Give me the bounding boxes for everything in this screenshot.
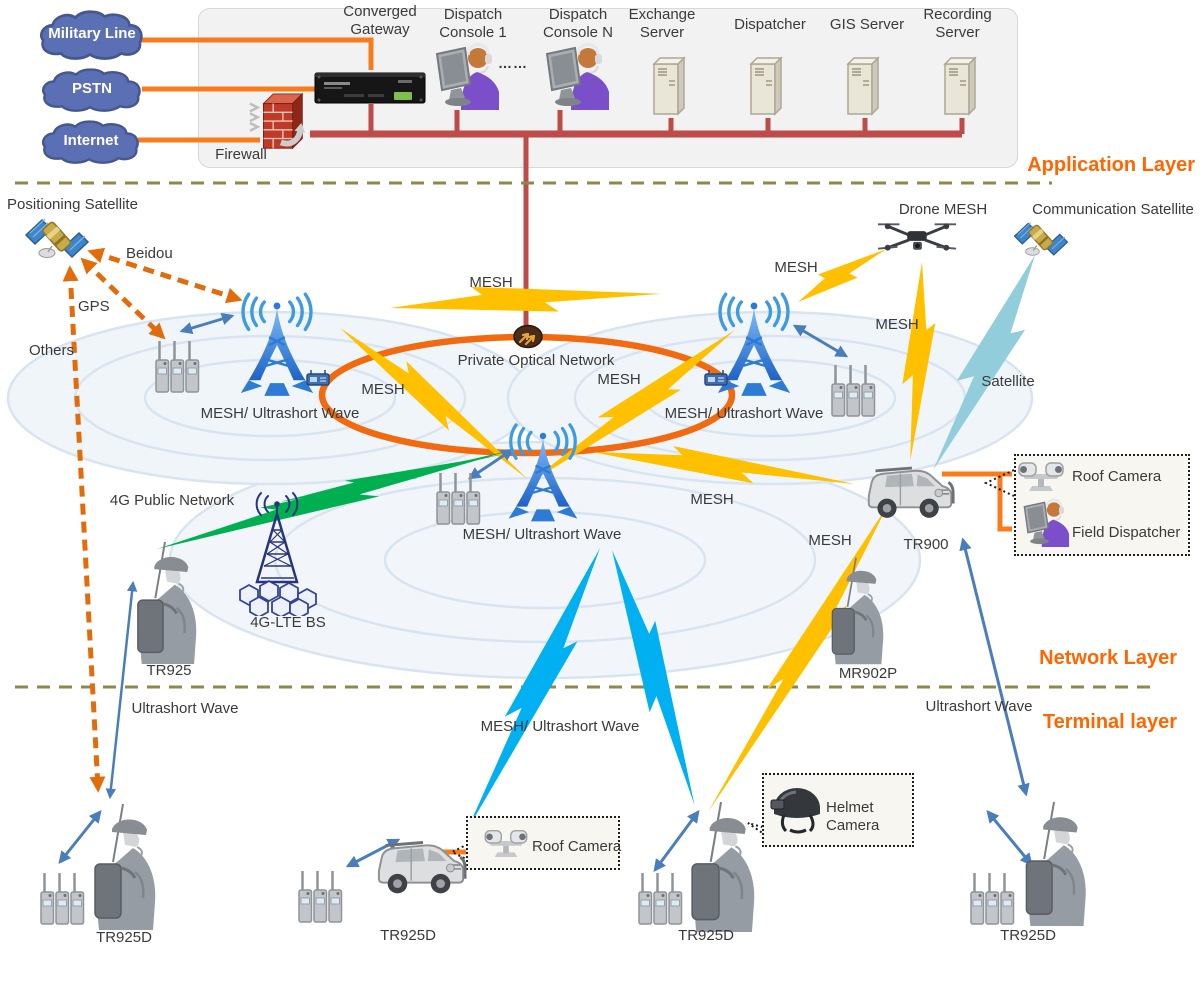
mesh-radio-unit-left-icon xyxy=(306,370,330,393)
tr925d-vehicle-icon xyxy=(374,830,468,907)
mesh-label-2: MESH xyxy=(361,381,405,398)
mesh-radio-unit-right-icon xyxy=(704,370,728,393)
tr900-label: TR900 xyxy=(903,536,949,553)
application-layer-label: Application Layer xyxy=(1027,154,1195,176)
dispatch-console-1-label: Dispatch Console 1 xyxy=(439,6,507,41)
field-dispatcher-icon xyxy=(1020,498,1072,552)
optical-router-icon xyxy=(513,324,543,354)
handheld-radios-bv-icon xyxy=(296,868,344,931)
helmet-camera-label: Helmet Camera xyxy=(826,799,880,834)
network-layer-label: Network Layer xyxy=(1039,647,1177,669)
roof-camera-icon xyxy=(1018,458,1064,497)
converged-gateway-label: Converged Gateway xyxy=(343,3,417,38)
mesh-label-3: MESH xyxy=(597,371,641,388)
communication-satellite-icon xyxy=(1010,214,1072,265)
dispatch-console-n-label: Dispatch Console N xyxy=(542,6,614,41)
recording-server-icon xyxy=(941,54,983,125)
tr925d-bl-label: TR925D xyxy=(96,929,152,946)
positioning-satellite-icon xyxy=(24,208,90,269)
dispatcher-label: Dispatcher xyxy=(734,16,806,33)
communication-satellite-label: Communication Satellite xyxy=(1032,201,1194,218)
internet-label: Internet xyxy=(63,132,119,150)
handheld-radios-right-icon xyxy=(829,362,877,425)
public-4g-label: 4G Public Network xyxy=(109,492,235,509)
radio-link-arrows xyxy=(58,312,1033,873)
drone-mesh-icon xyxy=(876,216,958,263)
handheld-radios-fr-icon xyxy=(968,870,1016,933)
mesh-label-4: MESH xyxy=(774,259,818,276)
lte-base-station-icon xyxy=(230,490,324,621)
mesh-ultrashort-right-label: MESH/ Ultrashort Wave xyxy=(664,405,824,422)
tr900-vehicle-icon xyxy=(864,456,956,531)
tr925d-fr-label: TR925D xyxy=(1000,927,1056,944)
internet-cloud: Internet xyxy=(40,120,142,164)
terminal-layer-label: Terminal layer xyxy=(1042,711,1177,733)
beidou-label: Beidou xyxy=(126,245,173,262)
tr925d-cr-label: TR925D xyxy=(678,927,734,944)
roof-camera-bottom-icon xyxy=(484,826,528,863)
handheld-radios-left-icon xyxy=(153,338,201,401)
tr925d-soldier-bl-icon xyxy=(83,800,163,939)
military-line-label: Military Line xyxy=(48,25,136,43)
gis-server-label: GIS Server xyxy=(829,16,905,33)
lte-bs-label: 4G-LTE BS xyxy=(250,614,326,631)
exchange-server-label: Exchange Server xyxy=(628,6,696,41)
console-ellipsis: …… xyxy=(498,55,528,71)
exchange-server-icon xyxy=(650,54,692,125)
roof-camera-bottom-label: Roof Camera xyxy=(532,838,622,855)
mesh-ultrashort-center-label: MESH/ Ultrashort Wave xyxy=(462,526,622,543)
mr902p-soldier-icon xyxy=(818,556,894,671)
handheld-radios-cr-icon xyxy=(636,870,684,933)
tr925-label: TR925 xyxy=(146,662,192,679)
dispatch-console-n-icon xyxy=(541,42,613,115)
layer-dividers xyxy=(15,181,1150,689)
mesh-ultrashort-left-label: MESH/ Ultrashort Wave xyxy=(200,405,360,422)
external-links xyxy=(138,37,1012,855)
pstn-label: PSTN xyxy=(71,80,112,98)
dispatch-console-1-icon xyxy=(431,42,503,115)
ultrashort-left-label: Ultrashort Wave xyxy=(131,700,239,717)
roof-camera-net-label: Roof Camera xyxy=(1072,468,1162,485)
firewall-label: Firewall xyxy=(215,146,267,163)
positioning-satellite-label: Positioning Satellite xyxy=(7,196,138,213)
ultrashort-right-label: Ultrashort Wave xyxy=(925,698,1033,715)
field-dispatcher-label: Field Dispatcher xyxy=(1072,524,1181,541)
tr925d-soldier-cr-icon xyxy=(678,800,764,939)
handheld-radios-bl-icon xyxy=(38,870,86,933)
converged-gateway-icon xyxy=(314,70,426,111)
helmet-camera-icon xyxy=(768,778,826,841)
tr925d-soldier-fr-icon xyxy=(1012,800,1096,933)
tr925d-vehicle-label: TR925D xyxy=(380,927,436,944)
military-line-cloud: Military Line xyxy=(38,10,146,60)
satellite-link-label: Satellite xyxy=(981,373,1035,390)
others-label: Others xyxy=(29,342,75,359)
tr925-soldier-icon xyxy=(126,540,204,671)
handheld-radios-center-icon xyxy=(434,470,482,533)
mr902p-label: MR902P xyxy=(838,665,898,682)
mesh-label-6: MESH xyxy=(690,491,734,508)
gnss-links xyxy=(62,247,243,793)
mesh-label-1: MESH xyxy=(469,274,513,291)
pstn-cloud: PSTN xyxy=(40,68,144,112)
drone-mesh-label: Drone MESH xyxy=(898,201,988,218)
gis-server-icon xyxy=(844,54,886,125)
mesh-label-5: MESH xyxy=(875,316,919,333)
gps-label: GPS xyxy=(78,298,110,315)
recording-server-label: Recording Server xyxy=(923,6,992,41)
dispatcher-server-icon xyxy=(747,54,789,125)
mesh-label-7: MESH xyxy=(808,532,852,549)
mesh-tower-center-icon xyxy=(497,423,589,532)
mesh-ultrashort-bottom-label: MESH/ Ultrashort Wave xyxy=(480,718,640,735)
private-optical-network-label: Private Optical Network xyxy=(457,352,615,369)
